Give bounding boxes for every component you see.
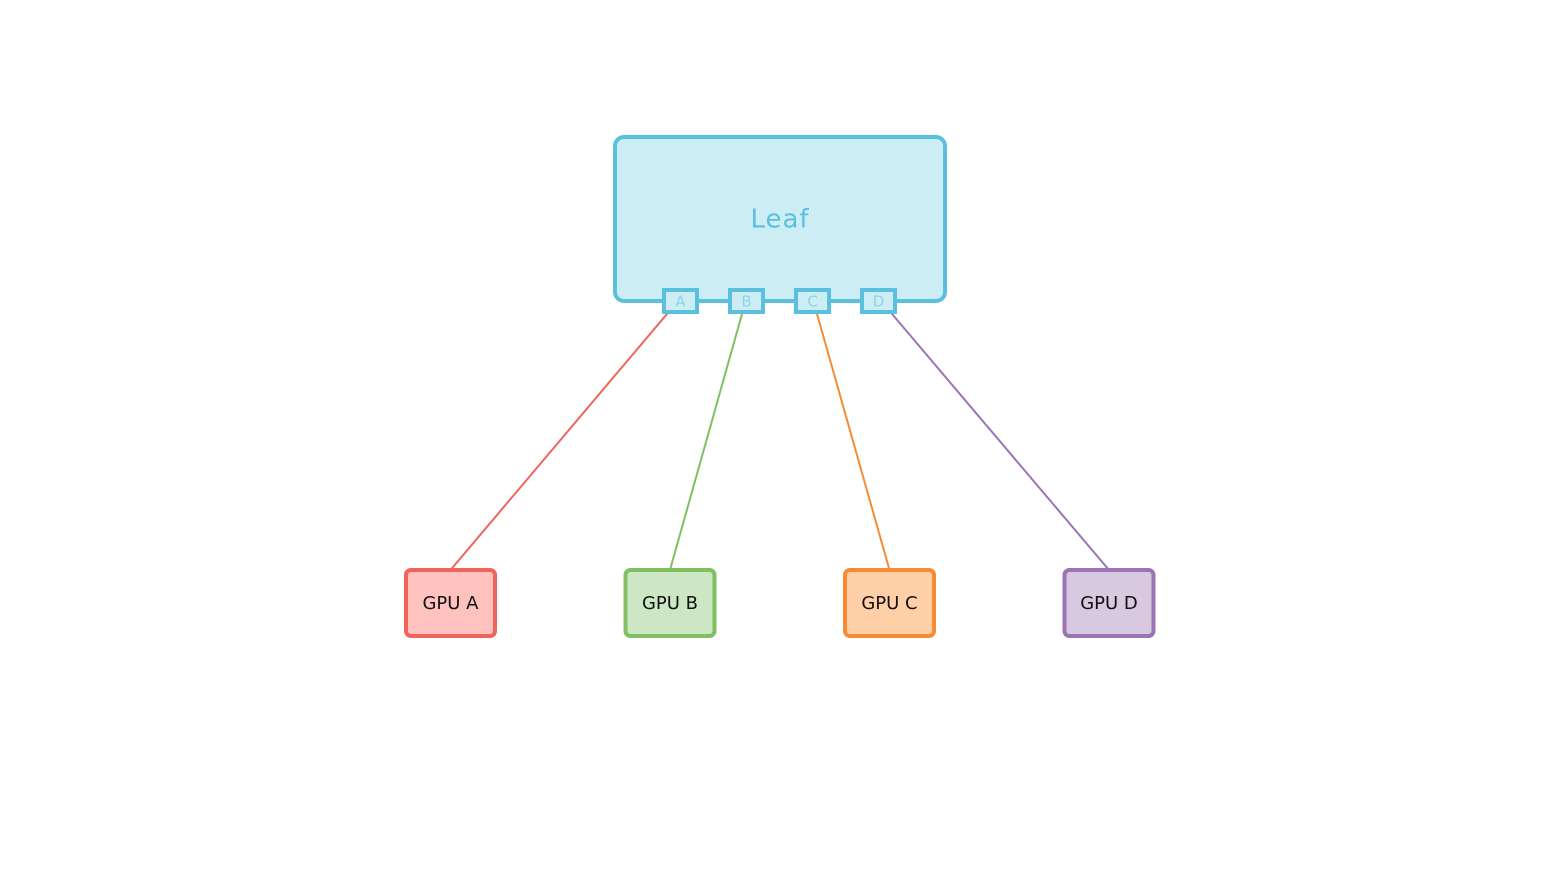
port-c[interactable]: C [794,288,831,314]
gpu-a-label: GPU A [422,593,479,614]
gpu-c-box[interactable] [843,568,936,638]
gpu-a-node[interactable]: GPU A [404,568,497,638]
gpu-b-node[interactable]: GPU B [623,568,717,638]
gpu-a-box[interactable] [404,568,497,638]
links-layer [449,297,1110,571]
leaf-switch-label: Leaf [750,205,809,235]
port-d[interactable]: D [860,288,897,314]
gpu-d-node[interactable]: GPU D [1062,568,1156,638]
port-d-box[interactable] [860,288,897,314]
link-d-gpu-d [877,297,1110,571]
link-c-gpu-c [811,297,891,571]
port-a[interactable]: A [662,288,699,314]
port-b-label: B [741,293,751,311]
gpu-nodes: GPU A GPU B GPU C GPU D [404,568,1156,638]
gpu-b-label: GPU B [642,593,698,614]
link-a-gpu-a [449,297,682,571]
gpu-c-node[interactable]: GPU C [843,568,936,638]
gpu-d-label: GPU D [1080,593,1138,614]
leaf-switch-box[interactable] [613,135,947,303]
gpu-c-label: GPU C [861,593,917,614]
port-a-label: A [675,293,686,311]
link-b-gpu-b [669,297,748,571]
port-d-label: D [873,293,885,311]
gpu-b-box[interactable] [623,568,717,638]
switch-ports: A B C D [662,288,897,314]
port-b[interactable]: B [728,288,765,314]
port-a-box[interactable] [662,288,699,314]
port-c-box[interactable] [794,288,831,314]
leaf-switch[interactable]: Leaf [613,135,947,303]
port-c-label: C [807,293,817,311]
port-b-box[interactable] [728,288,765,314]
gpu-d-box[interactable] [1062,568,1156,638]
